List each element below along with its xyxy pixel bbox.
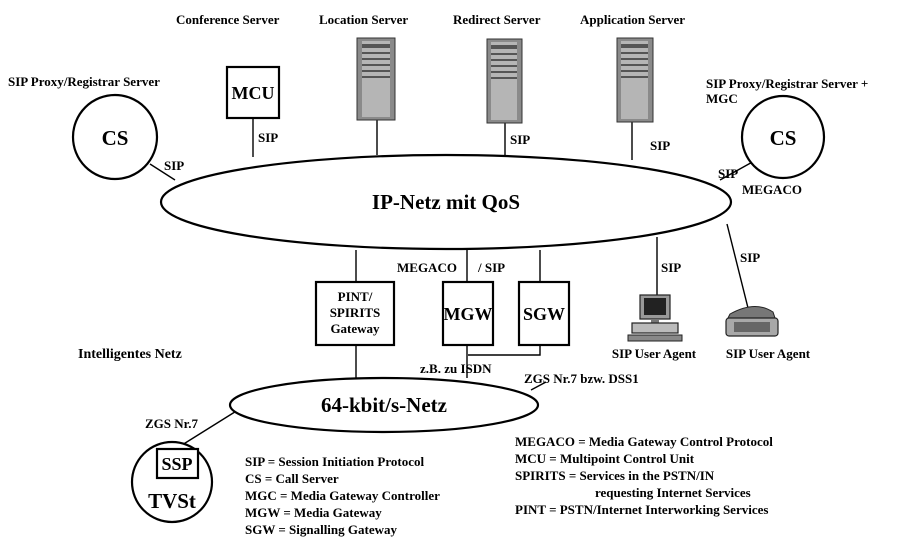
legend-right-item: MEGACO = Media Gateway Control Protocol <box>515 434 773 449</box>
legend-left-item: MGW = Media Gateway <box>245 505 382 520</box>
agent2-link <box>726 223 749 309</box>
ssp-label: SSP <box>161 454 192 474</box>
mgw-label: MGW <box>444 304 493 324</box>
cs-right-link <box>719 159 757 181</box>
mgw-box <box>441 280 495 347</box>
intelligent-network-label: Intelligentes Netz <box>78 347 182 362</box>
64kbit-network-ellipse <box>228 376 540 434</box>
computer-icon <box>627 294 683 342</box>
application-sip-label: SIP <box>650 138 670 153</box>
cs-left-link <box>149 163 176 181</box>
telephone-icon <box>725 306 779 337</box>
sgw-box <box>517 280 571 347</box>
mcu-sip-label: SIP <box>258 130 278 145</box>
agent-phone-sip-label: SIP <box>740 250 760 265</box>
sgw-label: SGW <box>523 304 565 324</box>
pint-label-line1: PINT/ <box>338 289 373 304</box>
application-server-label: Application Server <box>580 12 685 27</box>
connection-lines <box>149 119 757 446</box>
legend-right-item: PINT = PSTN/Internet Interworking Servic… <box>515 502 768 517</box>
proxy-right-label-line1: SIP Proxy/Registrar Server + <box>706 76 868 91</box>
agent-computer-sip-label: SIP <box>661 260 681 275</box>
cs-left-sip-label: SIP <box>164 158 184 173</box>
pint-spirits-gateway-box <box>314 280 396 347</box>
cs-right-megaco-label: MEGACO <box>742 182 802 197</box>
redirect-server-icon <box>486 38 523 124</box>
legend-left: SIP = Session Initiation Protocol CS = C… <box>245 454 440 537</box>
legend-right: MEGACO = Media Gateway Control Protocol … <box>515 434 773 517</box>
ip-network-label: IP-Netz mit QoS <box>372 190 520 214</box>
user-agent-computer-label: SIP User Agent <box>612 346 697 361</box>
legend-right-item: requesting Internet Services <box>595 485 751 500</box>
slash-sip-label: / SIP <box>477 260 505 275</box>
cs-right-label: CS <box>770 126 797 150</box>
zgs-dss1-label: ZGS Nr.7 bzw. DSS1 <box>524 371 639 386</box>
pint-label-line3: Gateway <box>330 321 380 336</box>
legend-right-item: MCU = Multipoint Control Unit <box>515 451 695 466</box>
application-server-icon <box>616 37 654 123</box>
64kbit-network-label: 64-kbit/s-Netz <box>321 393 447 417</box>
legend-left-item: SGW = Signalling Gateway <box>245 522 398 537</box>
cs-right-circle <box>740 94 826 180</box>
conference-server-label: Conference Server <box>176 12 280 27</box>
tvst-label: TVSt <box>148 489 196 513</box>
cs-right-sip-label: SIP <box>718 166 738 181</box>
location-server-icon <box>356 37 396 121</box>
zgs-label: ZGS Nr.7 <box>145 416 198 431</box>
legend-right-item: SPIRITS = Services in the PSTN/IN <box>515 468 715 483</box>
mcu-label: MCU <box>232 83 275 103</box>
mcu-box <box>225 65 281 120</box>
sgw-isdn-link <box>468 346 541 356</box>
user-agent-phone-label: SIP User Agent <box>726 346 811 361</box>
proxy-right-label-line2: MGC <box>706 91 738 106</box>
legend-left-item: SIP = Session Initiation Protocol <box>245 454 424 469</box>
ssp-link <box>181 409 239 446</box>
location-server-label: Location Server <box>319 12 408 27</box>
legend-left-item: CS = Call Server <box>245 471 339 486</box>
cs-left-circle <box>71 93 159 181</box>
pint-label-line2: SPIRITS <box>330 305 381 320</box>
ip-network-ellipse <box>159 153 733 251</box>
cs-left-label: CS <box>102 126 129 150</box>
ssp-box <box>155 447 200 480</box>
isdn-label: z.B. zu ISDN <box>420 361 492 376</box>
megaco-label: MEGACO <box>397 260 457 275</box>
proxy-left-label: SIP Proxy/Registrar Server <box>8 74 160 89</box>
redirect-sip-label: SIP <box>510 132 530 147</box>
dss1-link <box>530 381 547 391</box>
redirect-server-label: Redirect Server <box>453 12 541 27</box>
legend-left-item: MGC = Media Gateway Controller <box>245 488 440 503</box>
